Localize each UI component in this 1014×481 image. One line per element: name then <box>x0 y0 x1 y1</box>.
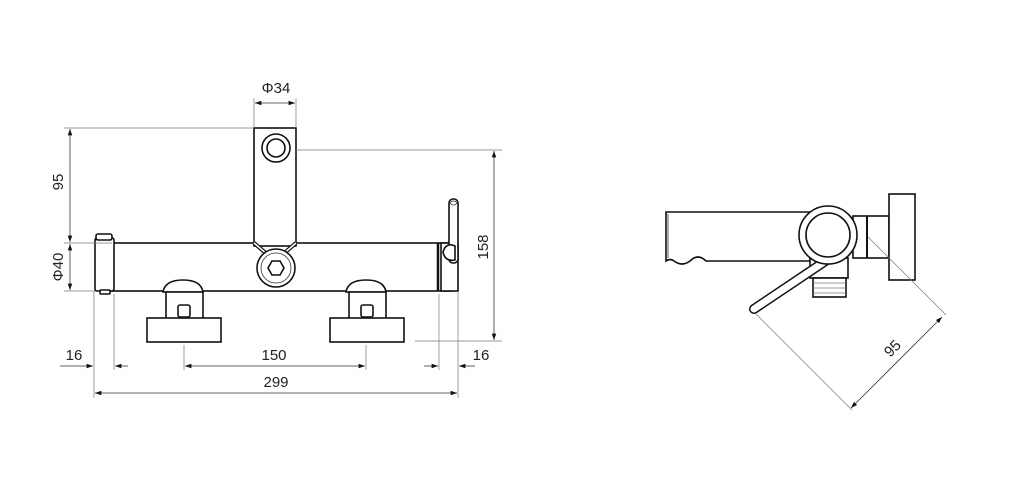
left-inlet <box>146 279 222 343</box>
connector <box>852 215 890 259</box>
side-spout <box>665 211 811 265</box>
dim-body-diameter: Φ40 <box>50 253 67 282</box>
dim-side-projection: 95 <box>881 337 905 361</box>
thread <box>812 277 847 298</box>
dim-total-width: 299 <box>263 374 288 391</box>
side-lever <box>750 254 834 313</box>
dim-spout-height: 95 <box>50 174 67 191</box>
front-view: Φ34 95 Φ40 158 16 150 16 299 <box>50 80 502 398</box>
dim-spout-diameter: Φ34 <box>262 80 291 97</box>
wall-flange <box>888 193 916 281</box>
dim-total-height: 158 <box>475 234 492 259</box>
right-inlet <box>329 279 405 343</box>
side-view: 95 <box>665 193 947 411</box>
dim-inlet-spacing: 150 <box>261 347 286 364</box>
left-end-cap <box>94 237 115 292</box>
dim-left-offset: 16 <box>66 347 83 364</box>
dim-right-offset: 16 <box>473 347 490 364</box>
